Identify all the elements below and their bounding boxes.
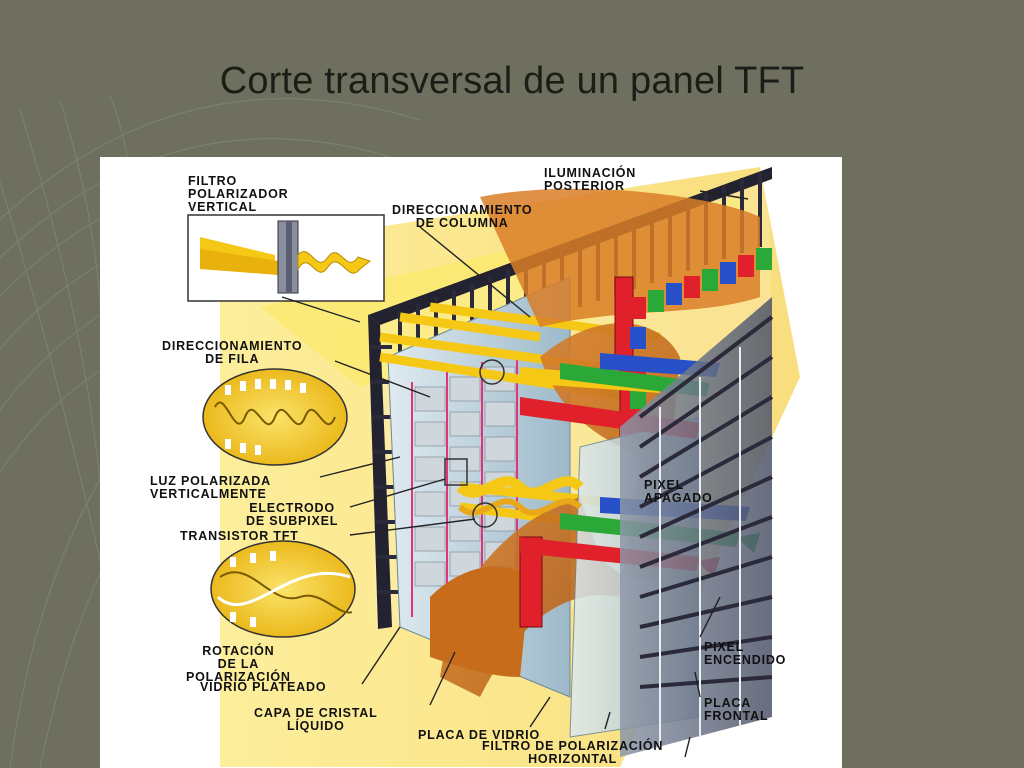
polarization-rotation-magnifier — [210, 540, 356, 638]
vertical-polarized-light-magnifier — [202, 368, 348, 466]
label-vertical-polarizer-filter: FILTRO POLARIZADOR VERTICAL — [188, 174, 289, 214]
tft-panel-illustration — [187, 167, 800, 767]
label-back-illumination: ILUMINACIÓN POSTERIOR — [544, 166, 637, 193]
color-filter-subpixels — [630, 248, 772, 409]
label-tft-transistor: TRANSISTOR TFT — [180, 529, 299, 543]
front-plate — [620, 297, 774, 757]
label-glass-plate: PLACA DE VIDRIO — [418, 728, 540, 742]
label-silver-glass: VIDRIO PLATEADO — [200, 680, 327, 694]
label-polarization-rotation: ROTACIÓN DE LA POLARIZACIÓN — [186, 644, 291, 684]
label-liquid-crystal-layer: CAPA DE CRISTAL LÍQUIDO — [254, 706, 378, 733]
label-vertically-polarized-light: LUZ POLARIZADA VERTICALMENTE — [150, 474, 271, 501]
label-column-addressing: DIRECCIONAMIENTO DE COLUMNA — [392, 203, 533, 230]
leader-lines — [281, 190, 749, 758]
label-front-plate: PLACA FRONTAL — [704, 696, 769, 723]
label-pixel-on: PIXEL ENCENDIDO — [704, 640, 787, 667]
tft-panel-diagram: FILTRO POLARIZADOR VERTICAL ILUMINACIÓN … — [100, 157, 842, 768]
label-subpixel-electrode: ELECTRODO DE SUBPIXEL — [246, 501, 339, 528]
polarizer-inset — [187, 214, 385, 302]
label-horizontal-polarization-filter: FILTRO DE POLARIZACIÓN HORIZONTAL — [482, 739, 664, 766]
label-row-addressing: DIRECCIONAMIENTO DE FILA — [162, 339, 303, 366]
slide-title: Corte transversal de un panel TFT — [219, 60, 805, 102]
label-pixel-off: PIXEL APAGADO — [644, 478, 713, 505]
